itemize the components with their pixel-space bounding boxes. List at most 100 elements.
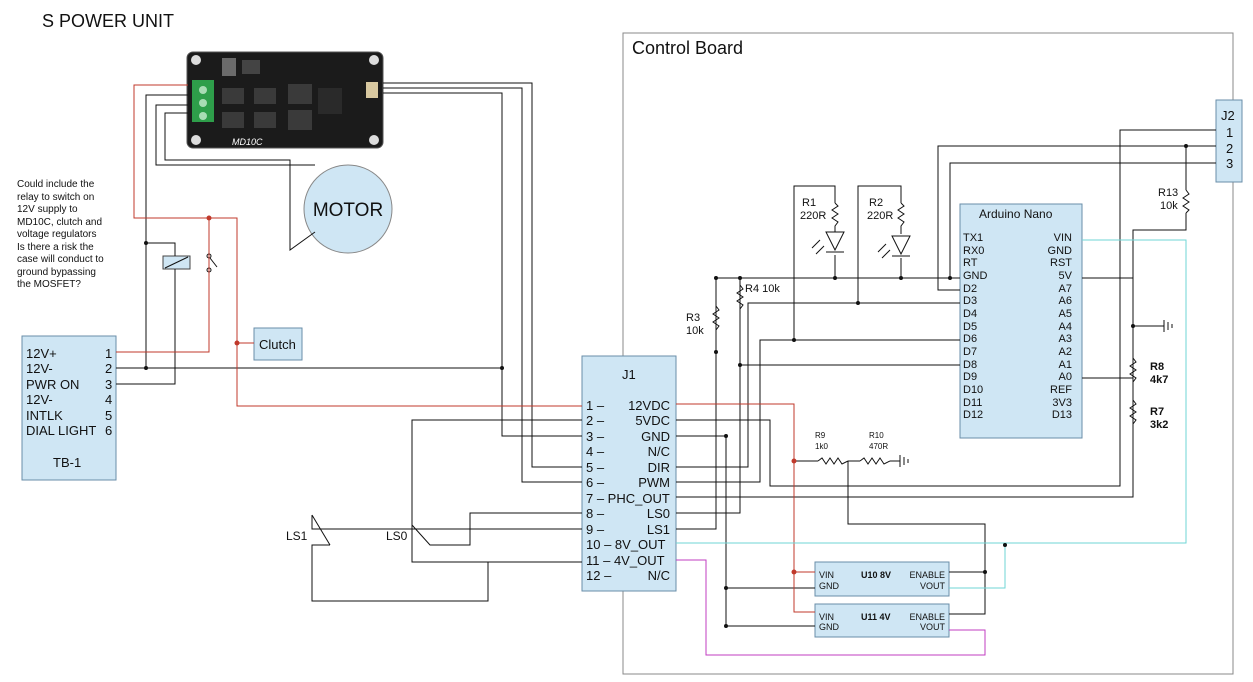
control-board-title: Control Board <box>632 38 743 58</box>
out4v-wire <box>676 559 986 656</box>
u10-regulator: VIN GND U10 8V ENABLE VOUT <box>814 561 950 597</box>
svg-text:RX0: RX0 <box>963 245 984 257</box>
svg-text:Arduino Nano: Arduino Nano <box>979 207 1053 221</box>
svg-text:2: 2 <box>1226 141 1233 156</box>
svg-text:MD10C, clutch and: MD10C, clutch and <box>17 217 102 228</box>
svg-text:R3: R3 <box>686 312 700 324</box>
ground-symbols <box>899 320 1173 467</box>
svg-text:A6: A6 <box>1059 295 1072 307</box>
svg-text:R13: R13 <box>1158 187 1178 199</box>
svg-text:8 –: 8 – <box>586 506 605 521</box>
component-labels: R1 220R R2 220R R3 10k R4 10k R13 10k R8… <box>286 187 1178 543</box>
svg-text:A1: A1 <box>1059 359 1072 371</box>
power-wires <box>116 84 815 613</box>
svg-text:R7: R7 <box>1150 406 1164 418</box>
svg-text:10k: 10k <box>686 325 704 337</box>
motor-label: MOTOR <box>313 200 383 221</box>
svg-text:5V: 5V <box>1059 270 1073 282</box>
svg-text:220R: 220R <box>800 210 826 222</box>
svg-text:D11: D11 <box>963 397 982 409</box>
svg-text:N/C: N/C <box>648 444 670 459</box>
motor-symbol <box>303 164 393 254</box>
svg-text:U10 8V: U10 8V <box>861 570 891 580</box>
svg-text:PWR ON: PWR ON <box>26 377 79 392</box>
svg-text:470R: 470R <box>869 442 888 451</box>
junction-dots <box>144 144 1188 628</box>
svg-text:TB-1: TB-1 <box>53 455 81 470</box>
svg-text:GND: GND <box>963 270 988 282</box>
svg-text:voltage regulators: voltage regulators <box>17 229 97 240</box>
vin-wire <box>676 239 1187 544</box>
u10-vout-wire <box>949 543 1006 589</box>
svg-text:D10: D10 <box>963 384 983 396</box>
svg-text:2 –: 2 – <box>586 413 605 428</box>
svg-text:A2: A2 <box>1059 346 1072 358</box>
svg-text:INTLK: INTLK <box>26 408 63 423</box>
svg-text:D9: D9 <box>963 371 977 383</box>
svg-text:U11 4V: U11 4V <box>861 612 891 622</box>
svg-text:R10: R10 <box>869 431 884 440</box>
svg-text:7 – PHC_OUT: 7 – PHC_OUT <box>586 491 670 506</box>
svg-text:1k0: 1k0 <box>815 442 828 451</box>
svg-text:6: 6 <box>105 423 112 438</box>
svg-text:REF: REF <box>1050 384 1072 396</box>
svg-text:Clutch: Clutch <box>259 337 296 352</box>
svg-text:R1: R1 <box>802 197 816 209</box>
motor-driver-board: MD10C <box>186 51 384 149</box>
svg-text:3V3: 3V3 <box>1052 397 1072 409</box>
svg-text:R9: R9 <box>815 431 826 440</box>
driver-label: MD10C <box>232 137 263 147</box>
svg-text:A5: A5 <box>1059 308 1072 320</box>
svg-text:J1: J1 <box>622 367 636 382</box>
svg-text:12V-: 12V- <box>26 392 53 407</box>
arduino-nano: Arduino Nano TX1 RX0 RT GND D2 D3 D4 D5 … <box>959 203 1083 439</box>
svg-text:LS1: LS1 <box>647 522 670 537</box>
svg-text:D7: D7 <box>963 346 977 358</box>
svg-text:5 –: 5 – <box>586 460 605 475</box>
svg-text:12V supply to: 12V supply to <box>17 204 78 215</box>
svg-text:3 –: 3 – <box>586 429 605 444</box>
svg-text:D2: D2 <box>963 283 977 295</box>
svg-text:GND: GND <box>641 429 670 444</box>
svg-text:R4 10k: R4 10k <box>745 283 780 295</box>
svg-text:PWM: PWM <box>638 475 670 490</box>
svg-text:RST: RST <box>1050 257 1072 269</box>
u11-regulator: VIN GND U11 4V ENABLE VOUT <box>814 603 950 638</box>
svg-text:VOUT: VOUT <box>920 622 946 632</box>
svg-text:GND: GND <box>1048 245 1073 257</box>
svg-text:GND: GND <box>819 622 840 632</box>
svg-text:12VDC: 12VDC <box>628 398 670 413</box>
svg-text:D8: D8 <box>963 359 977 371</box>
svg-text:relay to switch on: relay to switch on <box>17 192 94 203</box>
svg-text:5: 5 <box>105 408 112 423</box>
svg-text:N/C: N/C <box>648 568 670 583</box>
diagram-title: S POWER UNIT <box>42 11 174 31</box>
svg-text:A0: A0 <box>1059 371 1072 383</box>
svg-text:2: 2 <box>105 361 112 376</box>
svg-text:1 –: 1 – <box>586 398 605 413</box>
svg-text:D13: D13 <box>1052 409 1072 421</box>
svg-text:A7: A7 <box>1059 283 1072 295</box>
svg-text:9 –: 9 – <box>586 522 605 537</box>
svg-text:D6: D6 <box>963 333 977 345</box>
svg-text:the MOSFET?: the MOSFET? <box>17 279 81 290</box>
svg-text:1: 1 <box>105 346 112 361</box>
svg-text:5VDC: 5VDC <box>635 413 670 428</box>
svg-text:D4: D4 <box>963 308 977 320</box>
svg-text:4 –: 4 – <box>586 444 605 459</box>
svg-text:R2: R2 <box>869 197 883 209</box>
svg-text:11 – 4V_OUT: 11 – 4V_OUT <box>586 553 665 568</box>
svg-text:Is there a risk the: Is there a risk the <box>17 242 94 253</box>
resistor-symbols <box>712 189 1190 465</box>
design-note: Could include the relay to switch on 12V… <box>17 179 104 290</box>
svg-text:VOUT: VOUT <box>920 581 946 591</box>
svg-text:12V+: 12V+ <box>26 346 57 361</box>
svg-text:VIN: VIN <box>1054 232 1072 244</box>
signal-wires <box>116 82 1216 627</box>
svg-text:6 –: 6 – <box>586 475 605 490</box>
svg-text:3: 3 <box>105 377 112 392</box>
svg-text:3: 3 <box>1226 156 1233 171</box>
svg-text:DIAL LIGHT: DIAL LIGHT <box>26 423 96 438</box>
